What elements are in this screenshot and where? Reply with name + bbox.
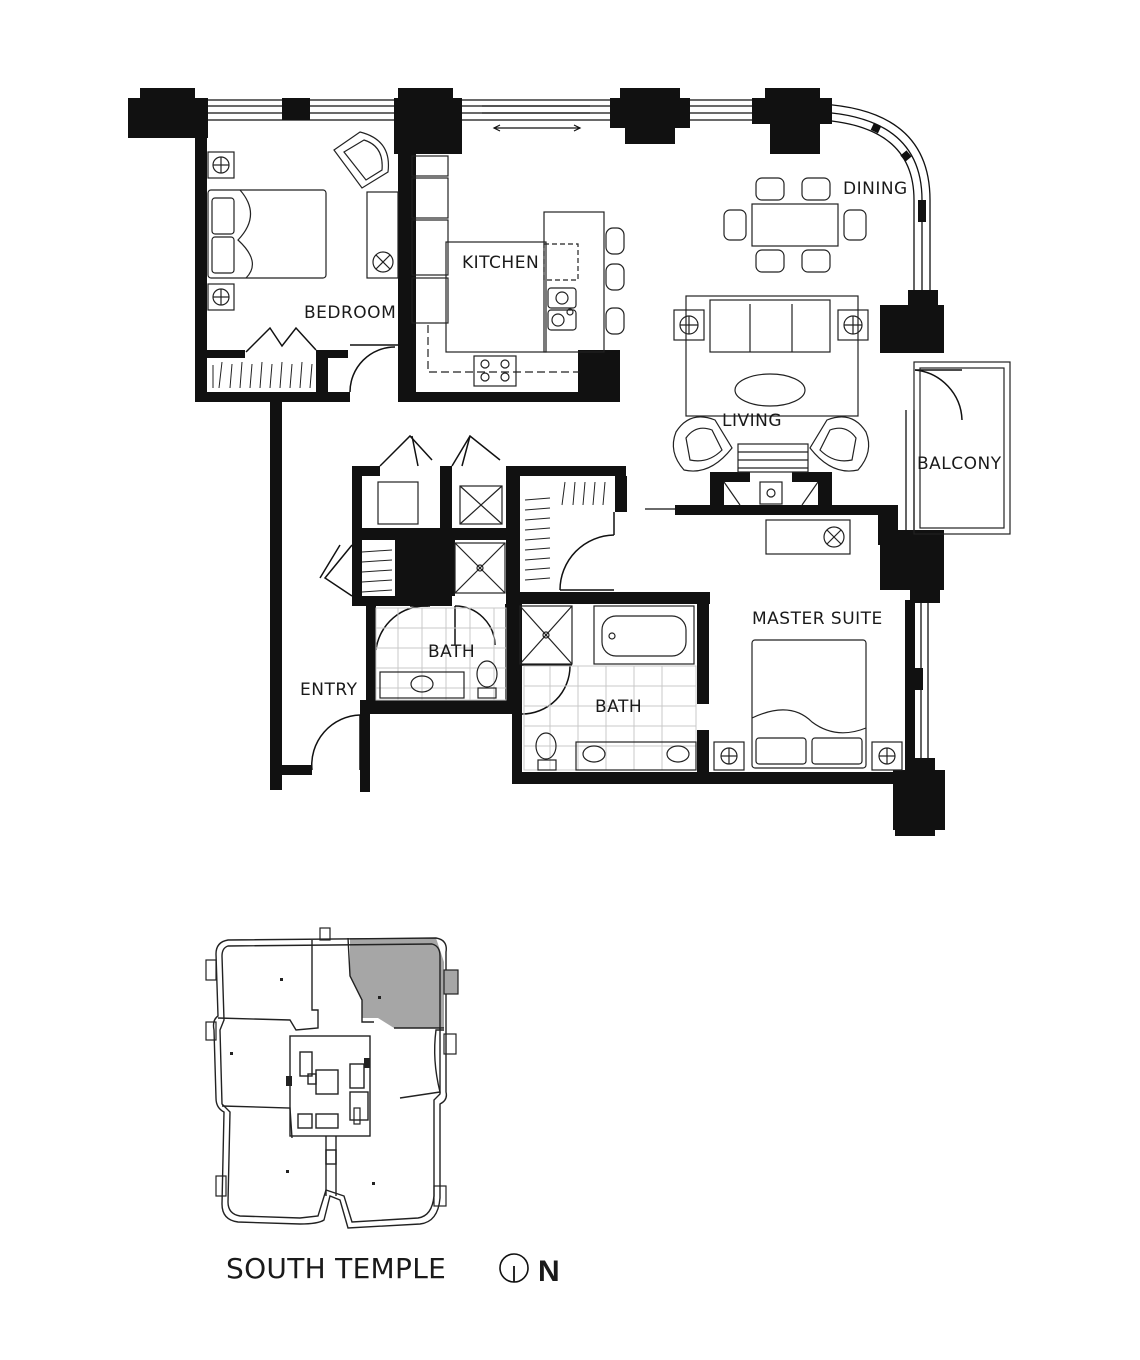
north-label: N [538, 1255, 560, 1288]
room-label-master-suite: MASTER SUITE [752, 609, 883, 629]
room-label-living: LIVING [722, 411, 782, 431]
dining-furniture [723, 177, 867, 273]
kitchen-fixtures [411, 155, 625, 387]
bath-fixtures [377, 481, 697, 771]
room-label-bath-2: BATH [595, 697, 642, 717]
bedroom-furniture [207, 131, 399, 311]
closet-hangers [212, 361, 606, 593]
columns [128, 88, 945, 836]
walls [195, 125, 915, 792]
street-label: SOUTH TEMPLE [226, 1252, 447, 1285]
north-arrow: N [499, 1253, 560, 1288]
room-label-bath-1: BATH [428, 642, 475, 662]
living-furniture [672, 295, 870, 506]
key-plan [205, 927, 459, 1229]
sliding-door-arrows [482, 105, 590, 132]
balcony [913, 361, 1011, 535]
room-label-entry: ENTRY [300, 680, 358, 700]
room-label-dining: DINING [843, 179, 908, 199]
room-label-kitchen: KITCHEN [462, 253, 539, 273]
room-label-bedroom: BEDROOM [304, 303, 396, 323]
bath-tile [375, 607, 697, 771]
room-label-balcony: BALCONY [917, 454, 1002, 474]
key-plan-highlight-unit [350, 938, 444, 1028]
doors [245, 326, 963, 771]
curve-mullions [870, 122, 926, 690]
master-furniture [713, 519, 903, 771]
